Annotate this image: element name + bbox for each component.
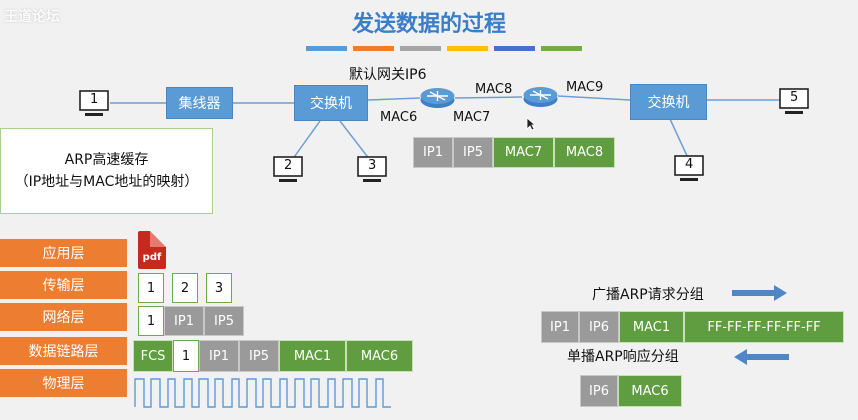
arp-reply-label: 单播ARP响应分组 bbox=[567, 349, 679, 365]
color-bar bbox=[306, 46, 347, 51]
color-bar bbox=[494, 46, 535, 51]
layer-datalink: 数据链路层 bbox=[0, 337, 127, 367]
arp-reply-packet: IP6 MAC6 bbox=[580, 375, 682, 407]
physical-bitstream-waveform bbox=[134, 378, 391, 408]
mac8-label: MAC8 bbox=[475, 82, 513, 97]
arp-cache-subtitle: （IP地址与MAC地址的映射） bbox=[14, 174, 199, 190]
pdf-file-icon: pdf bbox=[138, 231, 166, 269]
mac9-label: MAC9 bbox=[566, 80, 604, 95]
host-label: 4 bbox=[685, 157, 694, 172]
arp-field: FF-FF-FF-FF-FF-FF bbox=[684, 311, 844, 343]
layer-physical: 物理层 bbox=[0, 369, 127, 399]
layer-application: 应用层 bbox=[0, 239, 127, 269]
host-label: 2 bbox=[284, 158, 293, 173]
datalink-frame: FCS 1 IP1 IP5 MAC1 MAC6 bbox=[133, 340, 413, 372]
frame-field: IP1 bbox=[199, 340, 239, 372]
layer-transport: 传输层 bbox=[0, 271, 127, 301]
router-icon bbox=[522, 85, 559, 109]
switch-right-box: 交换机 bbox=[630, 84, 707, 120]
segment: 1 bbox=[138, 273, 164, 303]
host-label: 1 bbox=[90, 92, 99, 107]
arp-field: IP1 bbox=[541, 311, 579, 343]
host-5-computer-icon: 5 bbox=[778, 88, 810, 118]
arrow-left-icon bbox=[734, 349, 789, 365]
host-label: 3 bbox=[368, 158, 377, 173]
transport-segments: 1 2 3 bbox=[138, 273, 232, 303]
mac7-label: MAC7 bbox=[453, 110, 491, 125]
color-bar bbox=[447, 46, 488, 51]
arp-request-packet: IP1 IP6 MAC1 FF-FF-FF-FF-FF-FF bbox=[541, 311, 844, 343]
title-color-bars bbox=[306, 46, 582, 52]
frame-field: MAC1 bbox=[279, 340, 346, 372]
mac6-label: MAC6 bbox=[380, 110, 418, 125]
frame-field: IP5 bbox=[239, 340, 279, 372]
frame-field: MAC6 bbox=[346, 340, 413, 372]
router-icon bbox=[419, 86, 456, 110]
host-3-computer-icon: 3 bbox=[356, 156, 388, 186]
packet-field: MAC7 bbox=[493, 137, 554, 168]
network-datagram: 1 IP1 IP5 bbox=[138, 306, 244, 336]
hub-box: 集线器 bbox=[166, 87, 233, 119]
datagram-field: IP1 bbox=[164, 306, 204, 336]
datagram-field: 1 bbox=[138, 306, 164, 336]
color-bar bbox=[400, 46, 441, 51]
switch-left-box: 交换机 bbox=[294, 85, 368, 121]
gateway-label: 默认网关IP6 bbox=[349, 67, 427, 83]
pdf-icon-label: pdf bbox=[142, 252, 162, 263]
packet-router-hop: IP1 IP5 MAC7 MAC8 bbox=[413, 137, 615, 168]
host-4-computer-icon: 4 bbox=[673, 155, 705, 185]
frame-field: FCS bbox=[133, 340, 173, 372]
arp-field: IP6 bbox=[580, 375, 618, 407]
arp-field: MAC6 bbox=[618, 375, 682, 407]
arp-field: MAC1 bbox=[619, 311, 684, 343]
host-2-computer-icon: 2 bbox=[272, 156, 304, 186]
arp-request-label: 广播ARP请求分组 bbox=[592, 287, 704, 303]
packet-field: MAC8 bbox=[554, 137, 615, 168]
host-label: 5 bbox=[790, 90, 799, 105]
segment: 2 bbox=[172, 273, 198, 303]
packet-field: IP5 bbox=[453, 137, 493, 168]
color-bar bbox=[353, 46, 394, 51]
page-title: 发送数据的过程 bbox=[351, 12, 506, 37]
datagram-field: IP5 bbox=[204, 306, 244, 336]
frame-field: 1 bbox=[173, 340, 199, 372]
watermark: 王道论坛 bbox=[4, 9, 60, 25]
packet-field: IP1 bbox=[413, 137, 453, 168]
arp-cache-title: ARP高速缓存 bbox=[64, 152, 149, 168]
arrow-right-icon bbox=[732, 285, 787, 301]
color-bar bbox=[541, 46, 582, 51]
mouse-cursor-icon bbox=[526, 116, 537, 131]
arp-cache-box: ARP高速缓存 （IP地址与MAC地址的映射） bbox=[0, 128, 213, 214]
layer-network: 网络层 bbox=[0, 303, 127, 333]
arp-field: IP6 bbox=[579, 311, 619, 343]
host-1-computer-icon: 1 bbox=[78, 90, 110, 120]
segment: 3 bbox=[206, 273, 232, 303]
